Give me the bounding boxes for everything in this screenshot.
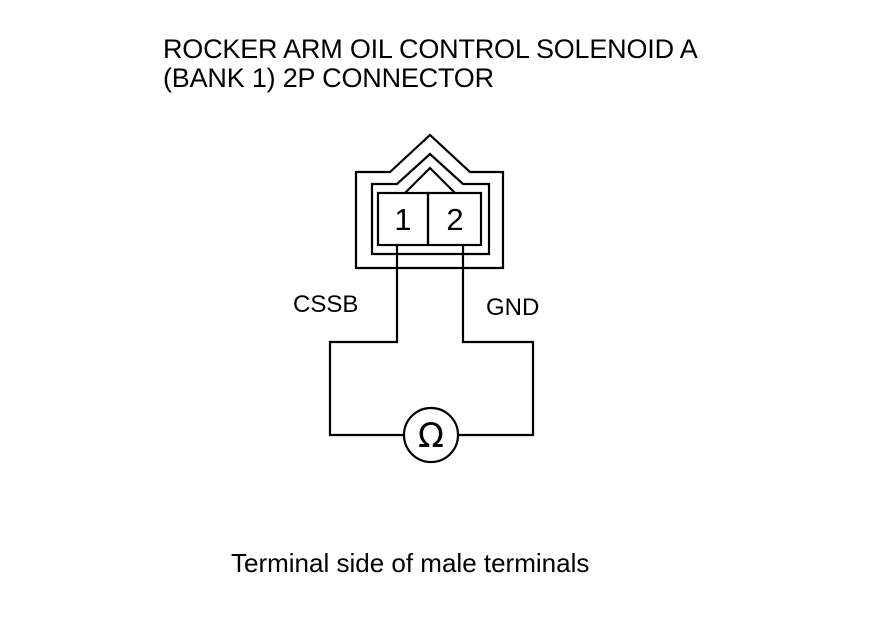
pin-1-label: 1 bbox=[394, 202, 411, 237]
wire-gnd bbox=[458, 245, 535, 437]
diagram-title-line-2: (BANK 1) 2P CONNECTOR bbox=[163, 63, 494, 93]
ohm-symbol: Ω bbox=[418, 416, 444, 456]
pin-cavity-2 bbox=[426, 191, 483, 247]
wire-label-gnd: GND bbox=[486, 294, 540, 321]
connector-housing-outer bbox=[354, 133, 505, 270]
wire-label-cssb: CSSB bbox=[293, 291, 359, 318]
wire-cssb bbox=[328, 245, 404, 437]
connector-key-chevron bbox=[404, 166, 456, 194]
diagram-title-line-1: ROCKER ARM OIL CONTROL SOLENOID A bbox=[163, 34, 698, 64]
pin-2-label: 2 bbox=[446, 202, 463, 237]
connector-housing-inner bbox=[370, 152, 491, 256]
ohmmeter-icon bbox=[402, 406, 460, 464]
diagram-caption: Terminal side of male terminals bbox=[231, 548, 590, 578]
